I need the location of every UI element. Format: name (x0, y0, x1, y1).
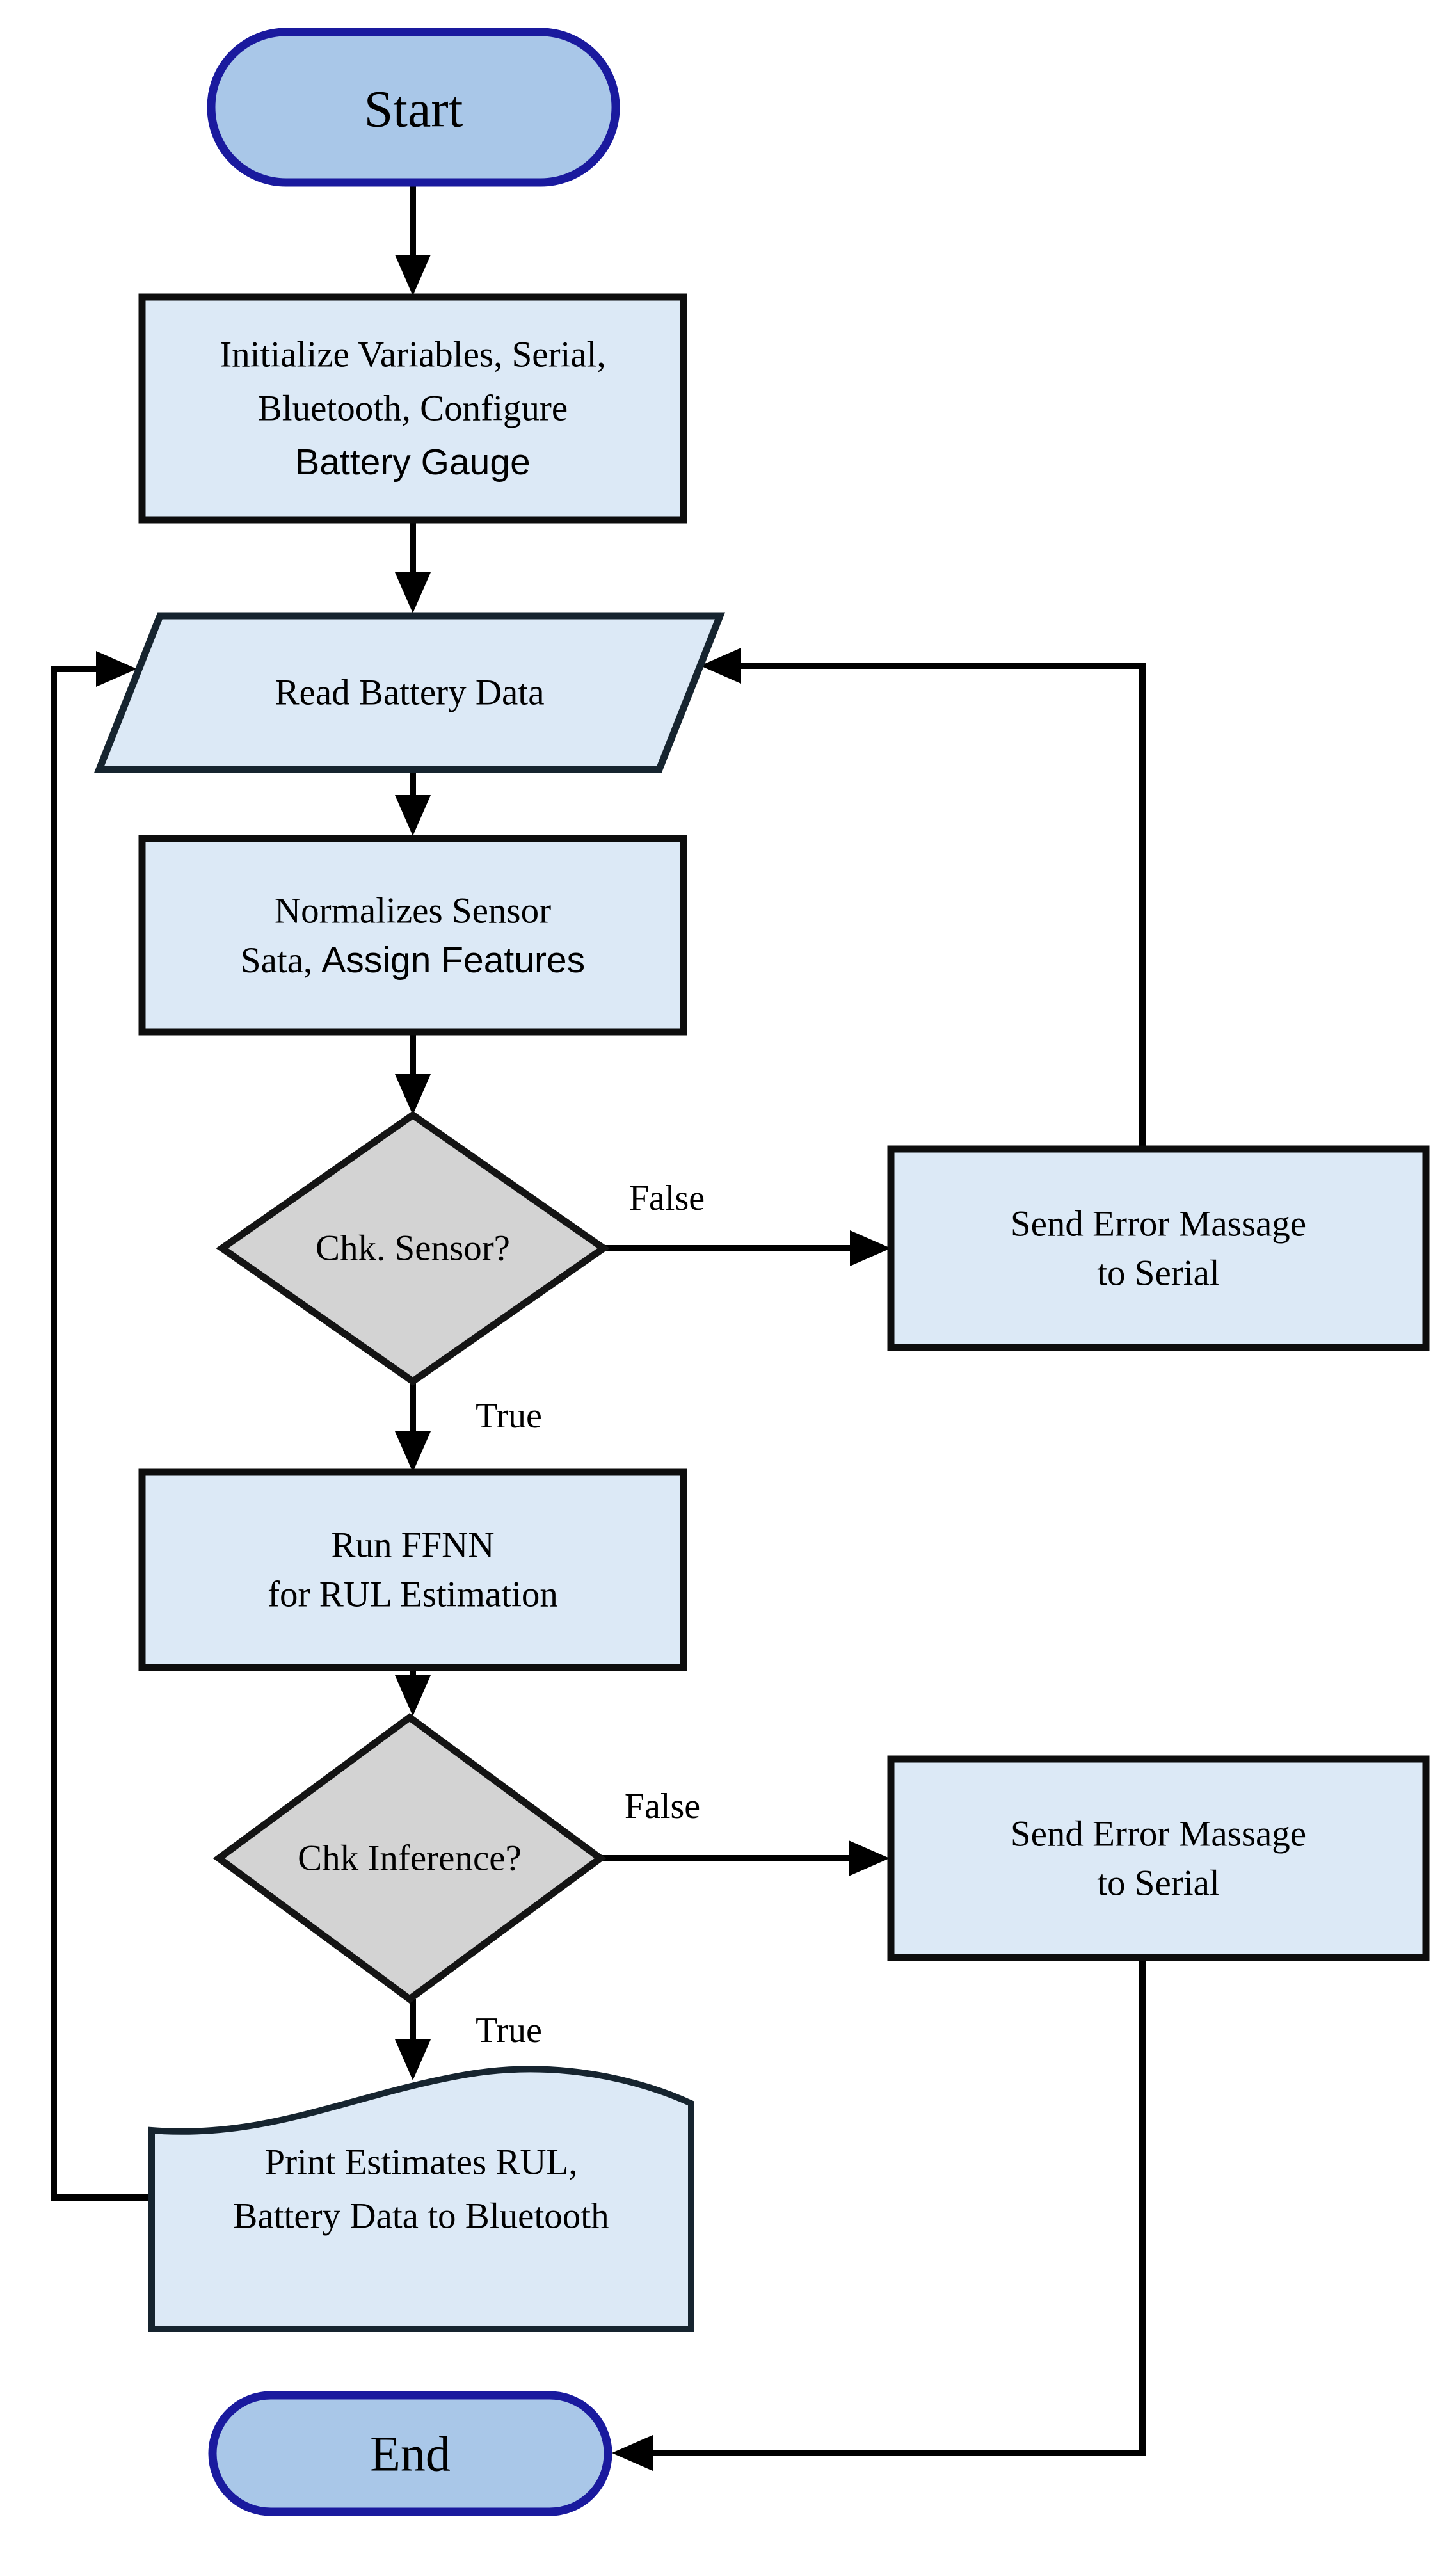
normalize-label-line2-serif: Sata, (241, 940, 312, 981)
node-initialize: Initialize Variables, Serial, Bluetooth,… (138, 293, 687, 524)
node-chk-sensor: Chk. Sensor? (216, 1111, 610, 1386)
normalize-label-line1: Normalizes Sensor (275, 891, 551, 931)
read-io-shape (93, 612, 726, 773)
edge-error2-end (653, 1957, 1146, 2456)
normalize-label-line2: Sata,Assign Features (241, 940, 585, 981)
edge-error1-read-arrowhead (700, 648, 741, 684)
edge-label-true-2: True (476, 2011, 542, 2050)
chk-sensor-decision-shape (216, 1111, 610, 1386)
send-error-1-label-line1: Send Error Massage (1011, 1204, 1306, 1244)
print-document-shape (148, 2066, 694, 2332)
node-read-battery-data: Read Battery Data (93, 612, 726, 773)
node-normalize: Normalizes Sensor Sata,Assign Features (138, 835, 687, 1036)
initialize-label-line1: Initialize Variables, Serial, (220, 335, 606, 375)
edge-init-read-arrowhead (395, 572, 431, 613)
node-start: Start (207, 28, 620, 187)
edge-print-read-arrowhead (96, 651, 137, 687)
node-ffnn: Run FFNN for RUL Estimation (138, 1468, 687, 1671)
node-print-bluetooth: Print Estimates RUL, Battery Data to Blu… (148, 2066, 694, 2332)
send-error-1-process-shape (887, 1145, 1430, 1351)
send-error-2-label-line1: Send Error Massage (1011, 1814, 1306, 1854)
node-chk-inference: Chk Inference? (212, 1713, 607, 2004)
ffnn-label-line1: Run FFNN (332, 1525, 495, 1566)
edge-start-init-arrowhead (395, 255, 431, 296)
send-error-2-label-line2: to Serial (1097, 1863, 1220, 1904)
start-label: Start (364, 80, 463, 138)
edge-label-false-2: False (625, 1787, 700, 1826)
node-send-error-1: Send Error Massage to Serial (887, 1145, 1430, 1351)
edge-chksensor-error1-arrowhead (850, 1230, 891, 1266)
print-label-line2: Battery Data to Bluetooth (233, 2196, 609, 2237)
normalize-process-shape (138, 835, 687, 1036)
print-label-line1: Print Estimates RUL, (264, 2142, 577, 2183)
chk-sensor-label: Chk. Sensor? (316, 1228, 510, 1269)
node-end: End (208, 2391, 612, 2516)
edge-error2-end-arrowhead (612, 2435, 653, 2471)
node-send-error-2: Send Error Massage to Serial (887, 1755, 1430, 1961)
edge-label-false-1: False (629, 1178, 705, 1218)
initialize-label-line3: Battery Gauge (295, 442, 531, 483)
edge-read-normalize-arrowhead (395, 795, 431, 836)
edge-error1-read-loop (739, 663, 1146, 1149)
end-terminator-shape (208, 2391, 612, 2516)
ffnn-process-shape (138, 1468, 687, 1671)
chk-inference-label: Chk Inference? (298, 1838, 522, 1879)
edge-label-true-1: True (476, 1396, 542, 1436)
read-label: Read Battery Data (275, 673, 545, 713)
send-error-1-label-line2: to Serial (1097, 1253, 1220, 1294)
edge-ffnn-chkinference-arrowhead (395, 1675, 431, 1716)
edge-chkinference-error2-arrowhead (849, 1840, 890, 1876)
initialize-label-line2: Bluetooth, Configure (258, 389, 568, 429)
edge-normalize-chksensor-arrowhead (395, 1074, 431, 1115)
initialize-process-shape (138, 293, 687, 524)
end-label: End (370, 2426, 451, 2482)
normalize-label-line2-sans: Assign Features (321, 940, 585, 981)
edge-print-read-loop (51, 666, 152, 2201)
chk-inference-decision-shape (212, 1713, 607, 2004)
send-error-2-process-shape (887, 1755, 1430, 1961)
start-terminator-shape (207, 28, 620, 187)
ffnn-label-line2: for RUL Estimation (268, 1575, 558, 1615)
edge-chkinference-print-arrowhead (395, 2039, 431, 2080)
edge-chksensor-ffnn-arrowhead (395, 1431, 431, 1472)
